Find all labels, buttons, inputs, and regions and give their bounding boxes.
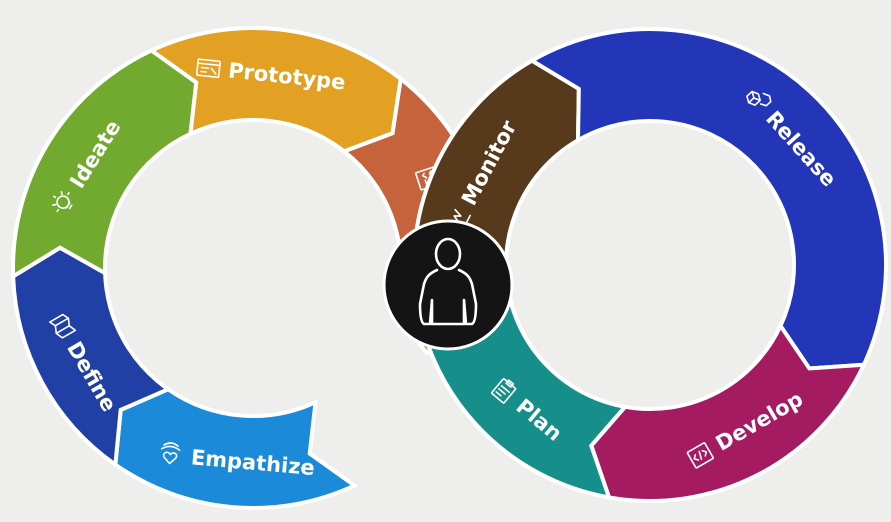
segment-empathize: Empathize xyxy=(113,386,359,510)
segment-ideate-shape xyxy=(11,48,199,280)
segment-ideate: Ideate xyxy=(11,48,199,280)
segments-layer: EmpathizeDefineIdeatePrototypeTestMonito… xyxy=(11,26,888,510)
center-circle xyxy=(382,219,514,351)
cubes-icon xyxy=(746,90,772,107)
hand-heart-icon xyxy=(160,442,181,465)
lightbulb-icon xyxy=(52,190,73,213)
segment-prototype: Prototype xyxy=(147,26,403,154)
wireframe-icon xyxy=(195,58,221,79)
clipboard-icon xyxy=(491,378,517,404)
segment-release: Release xyxy=(528,27,888,371)
center-badge xyxy=(382,219,514,351)
person-icon xyxy=(418,237,478,326)
map-icon xyxy=(48,313,77,339)
segment-release-shape xyxy=(528,27,888,371)
code-icon xyxy=(686,442,714,469)
